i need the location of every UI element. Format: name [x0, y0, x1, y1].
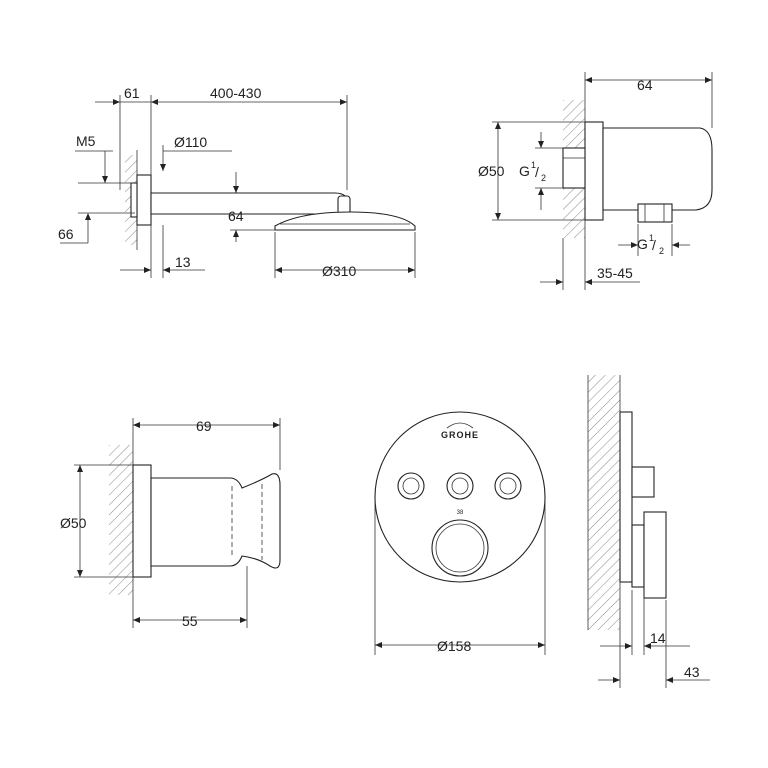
- wall-hatch: [588, 375, 620, 630]
- dim-g-inlet-num: 1: [531, 160, 536, 170]
- valve-button-3: [494, 472, 522, 500]
- slash: /: [535, 164, 539, 180]
- outlet-body: [584, 121, 604, 221]
- slash: /: [652, 237, 656, 253]
- dim-d50-outlet: Ø50: [478, 163, 505, 179]
- valve-buttons: [397, 472, 522, 500]
- dim-35-45: 35-45: [597, 265, 633, 281]
- inlet-thread: [562, 147, 586, 189]
- dim-43: 43: [684, 664, 700, 680]
- dim-g-inlet-den: 2: [541, 173, 546, 183]
- dim-55: 55: [182, 613, 198, 629]
- thermostat-knob: [431, 519, 489, 577]
- dim-g-outlet-den: 2: [659, 246, 664, 256]
- dim-g-outlet-num: 1: [649, 233, 654, 243]
- brand-logo: GROHE: [441, 430, 479, 440]
- dim-66: 66: [58, 226, 74, 242]
- dim-d50-holder: Ø50: [60, 515, 87, 531]
- outlet-thread: [637, 203, 673, 223]
- valve-knob-side: [631, 466, 655, 498]
- shower-head: [274, 211, 416, 231]
- temp-mark: 38: [457, 510, 464, 516]
- wall-outlet-view: 64 Ø50 G 1 / 2 G 1 / 2: [478, 72, 713, 290]
- shower-arm: [150, 192, 351, 215]
- dim-64-outlet: 64: [637, 77, 653, 93]
- holder-body: [150, 473, 281, 569]
- dim-69: 69: [196, 418, 212, 434]
- dim-13: 13: [175, 254, 191, 270]
- dim-g-inlet: G: [519, 163, 530, 179]
- shower-arm-view: 61 400-430 M5 Ø110 64 66: [58, 85, 416, 279]
- dim-d110: Ø110: [174, 134, 207, 150]
- dim-m5: M5: [76, 133, 96, 149]
- valve-button-2: [446, 472, 474, 500]
- valve-button-1: [397, 472, 425, 500]
- dim-61: 61: [124, 85, 140, 101]
- dim-64-arm: 64: [228, 208, 244, 224]
- dim-d158: Ø158: [437, 638, 471, 654]
- dim-14: 14: [650, 630, 666, 646]
- dim-d310: Ø310: [322, 263, 356, 279]
- thermostat-front-view: GROHE 38 Ø158: [374, 411, 546, 655]
- wall-flange: [136, 174, 152, 226]
- hand-holder-view: 69 Ø50 55: [60, 418, 281, 629]
- dim-g-outlet: G: [637, 236, 648, 252]
- faceplate-edge: [619, 411, 633, 583]
- thermostat-knob-side: [631, 524, 645, 588]
- dim-400-430: 400-430: [210, 85, 262, 101]
- wall-hatch: [109, 445, 133, 595]
- thermostat-side-view: 14 43: [587, 375, 710, 688]
